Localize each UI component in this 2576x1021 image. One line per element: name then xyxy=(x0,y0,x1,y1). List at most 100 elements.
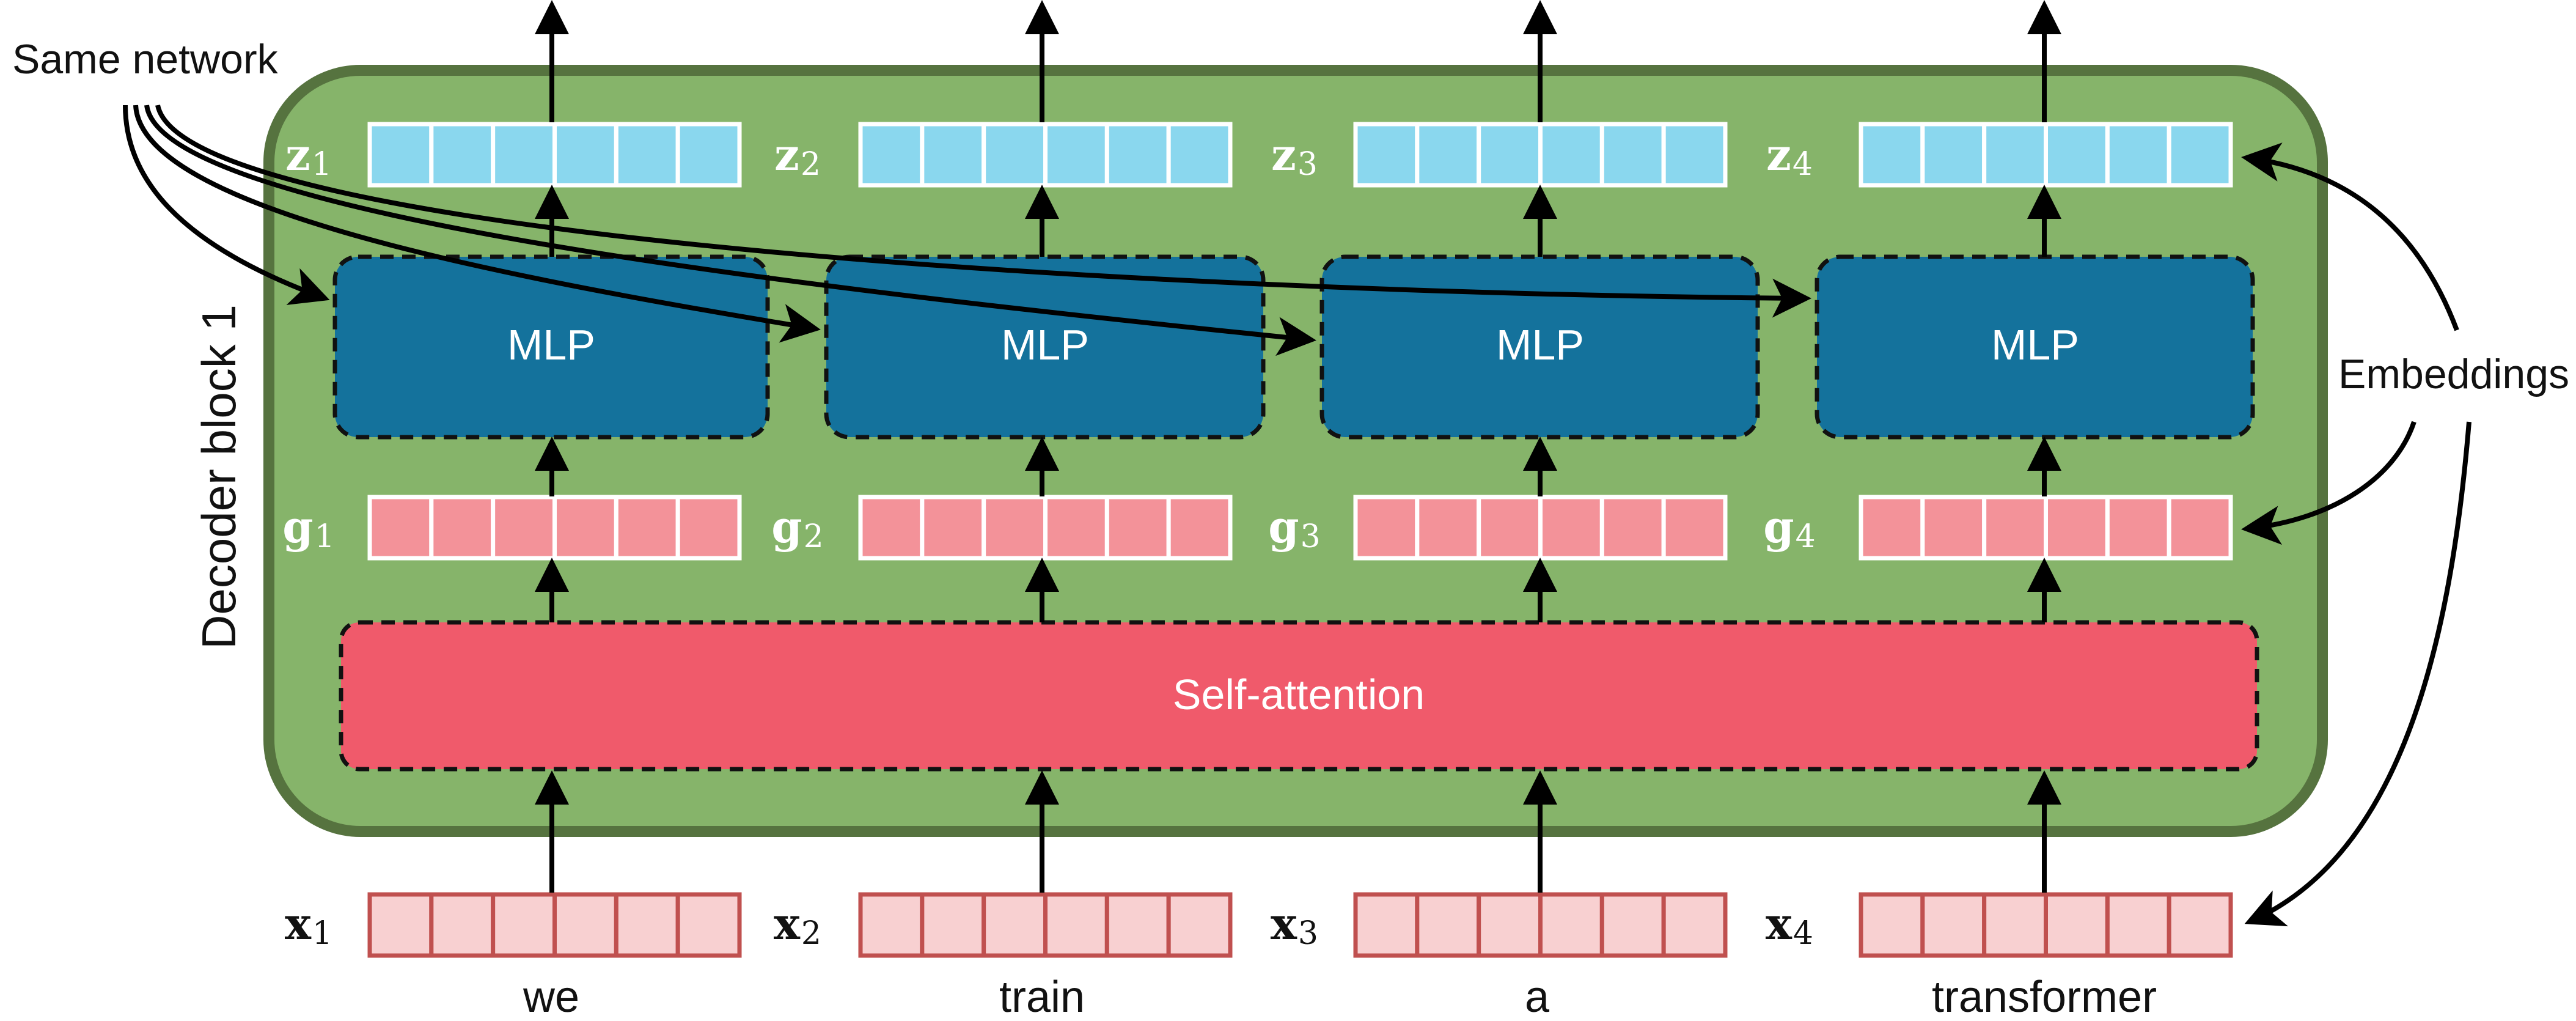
x-vector-cell xyxy=(2167,892,2233,958)
x-label-2: x2 xyxy=(774,898,821,952)
x-vector-cell xyxy=(858,892,925,958)
mlp-label-2: MLP xyxy=(1001,321,1089,369)
x-vector-cell xyxy=(1661,892,1728,958)
x-label-3: x3 xyxy=(1271,898,1318,952)
x-vector-cell xyxy=(491,892,557,958)
z-vector-cell xyxy=(982,122,1048,188)
x-vector-cell xyxy=(1415,892,1481,958)
z-vector-1 xyxy=(367,122,742,188)
x-vector-cell xyxy=(1353,892,1420,958)
x-vector-cell xyxy=(675,892,742,958)
z-label-4: z4 xyxy=(1766,128,1813,183)
g-vector-cell xyxy=(1415,495,1481,561)
x-vector-cell xyxy=(1859,892,1925,958)
z-vector-cell xyxy=(1353,122,1420,188)
z-label-3: z3 xyxy=(1271,128,1318,183)
g-vector-cell xyxy=(1920,495,1987,561)
x-vector-cell xyxy=(1982,892,2049,958)
word-3: a xyxy=(1525,973,1550,1021)
g-vector-cell xyxy=(1166,495,1233,561)
z-vector-cell xyxy=(1538,122,1604,188)
z-vector-cell xyxy=(675,122,742,188)
x-vector-cell xyxy=(367,892,434,958)
word-1: we xyxy=(523,973,579,1021)
g-vector-cell xyxy=(1982,495,2049,561)
z-vector-cell xyxy=(858,122,925,188)
x-vector-1 xyxy=(367,892,742,958)
z-vector-2 xyxy=(858,122,1233,188)
same-network-arrows xyxy=(123,105,1811,356)
x-vector-cell xyxy=(2105,892,2171,958)
g-vector-cell xyxy=(491,495,557,561)
z-label-2: z2 xyxy=(774,128,821,183)
z-vector-cell xyxy=(1859,122,1925,188)
mlp-box-3 xyxy=(1319,254,1760,440)
z-vector-cell xyxy=(1920,122,1987,188)
g-vector-cell xyxy=(552,495,618,561)
g-vector-cell xyxy=(2105,495,2171,561)
g-label-1: g1 xyxy=(282,501,334,555)
x-vector-cell xyxy=(1538,892,1604,958)
same-network-arrow-4 xyxy=(155,105,1811,318)
g-vector-1 xyxy=(367,495,742,561)
x-vector-cell xyxy=(920,892,986,958)
z-vector-cell xyxy=(1599,122,1666,188)
x-vector-cell xyxy=(1104,892,1171,958)
word-2: train xyxy=(999,973,1085,1021)
embeddings-arrow-g xyxy=(2241,421,2416,545)
vector-labels: z1 z2 z3 z4 g1 g2 g3 g4 x1 x2 x3 x4 xyxy=(282,128,1815,952)
g-vector-cell xyxy=(2044,495,2110,561)
g-vector-cell xyxy=(858,495,925,561)
embeddings-arrow-z xyxy=(2241,142,2459,331)
g-label-4: g4 xyxy=(1763,501,1815,555)
g-vector-cell xyxy=(1599,495,1666,561)
g-vector-2 xyxy=(858,495,1233,561)
mlp-label-1: MLP xyxy=(507,321,595,369)
z-label-1: z1 xyxy=(285,128,332,183)
same-network-arrow-1 xyxy=(123,105,330,305)
x-vector-cell xyxy=(982,892,1048,958)
g-vector-cell xyxy=(1104,495,1171,561)
z-vector-cell xyxy=(491,122,557,188)
z-vector-cell xyxy=(614,122,680,188)
g-vector-cell xyxy=(1859,495,1925,561)
z-vector-cell xyxy=(1661,122,1728,188)
g-vector-cell xyxy=(675,495,742,561)
g-vector-cell xyxy=(367,495,434,561)
z-vector-cell xyxy=(920,122,986,188)
z-vector-cell xyxy=(1166,122,1233,188)
g-vector-cell xyxy=(1043,495,1109,561)
g-label-2: g2 xyxy=(771,501,823,555)
self-attention-label: Self-attention xyxy=(1173,671,1425,718)
x-vector-2 xyxy=(858,892,1233,958)
g-label-3: g3 xyxy=(1268,501,1320,555)
x-vector-4 xyxy=(1859,892,2233,958)
g-vector-cell xyxy=(614,495,680,561)
g-vector-cell xyxy=(2167,495,2233,561)
x-vector-cell xyxy=(1599,892,1666,958)
x-vector-cell xyxy=(1920,892,1987,958)
g-vector-cell xyxy=(1661,495,1728,561)
vector-bars xyxy=(367,122,2233,958)
z-vector-cell xyxy=(552,122,618,188)
x-vector-cell xyxy=(2044,892,2110,958)
embeddings-arrows xyxy=(2241,142,2471,927)
decoder-block-label: Decoder block 1 xyxy=(192,304,246,649)
self-attention-box xyxy=(339,620,2259,772)
z-vector-cell xyxy=(429,122,496,188)
embeddings-arrow-x xyxy=(2244,421,2471,927)
embeddings-label: Embeddings xyxy=(2338,351,2569,397)
z-vector-cell xyxy=(2167,122,2233,188)
x-label-4: x4 xyxy=(1766,898,1813,952)
g-vector-cell xyxy=(1353,495,1420,561)
x-vector-cell xyxy=(1043,892,1109,958)
z-vector-cell xyxy=(1982,122,2049,188)
z-vector-cell xyxy=(1415,122,1481,188)
x-label-1: x1 xyxy=(285,898,332,952)
x-vector-cell xyxy=(1166,892,1233,958)
same-network-arrow-3 xyxy=(144,105,1316,356)
mlp-label-3: MLP xyxy=(1496,321,1584,369)
input-words: we train a transformer xyxy=(523,973,2157,1021)
z-vector-cell xyxy=(1104,122,1171,188)
